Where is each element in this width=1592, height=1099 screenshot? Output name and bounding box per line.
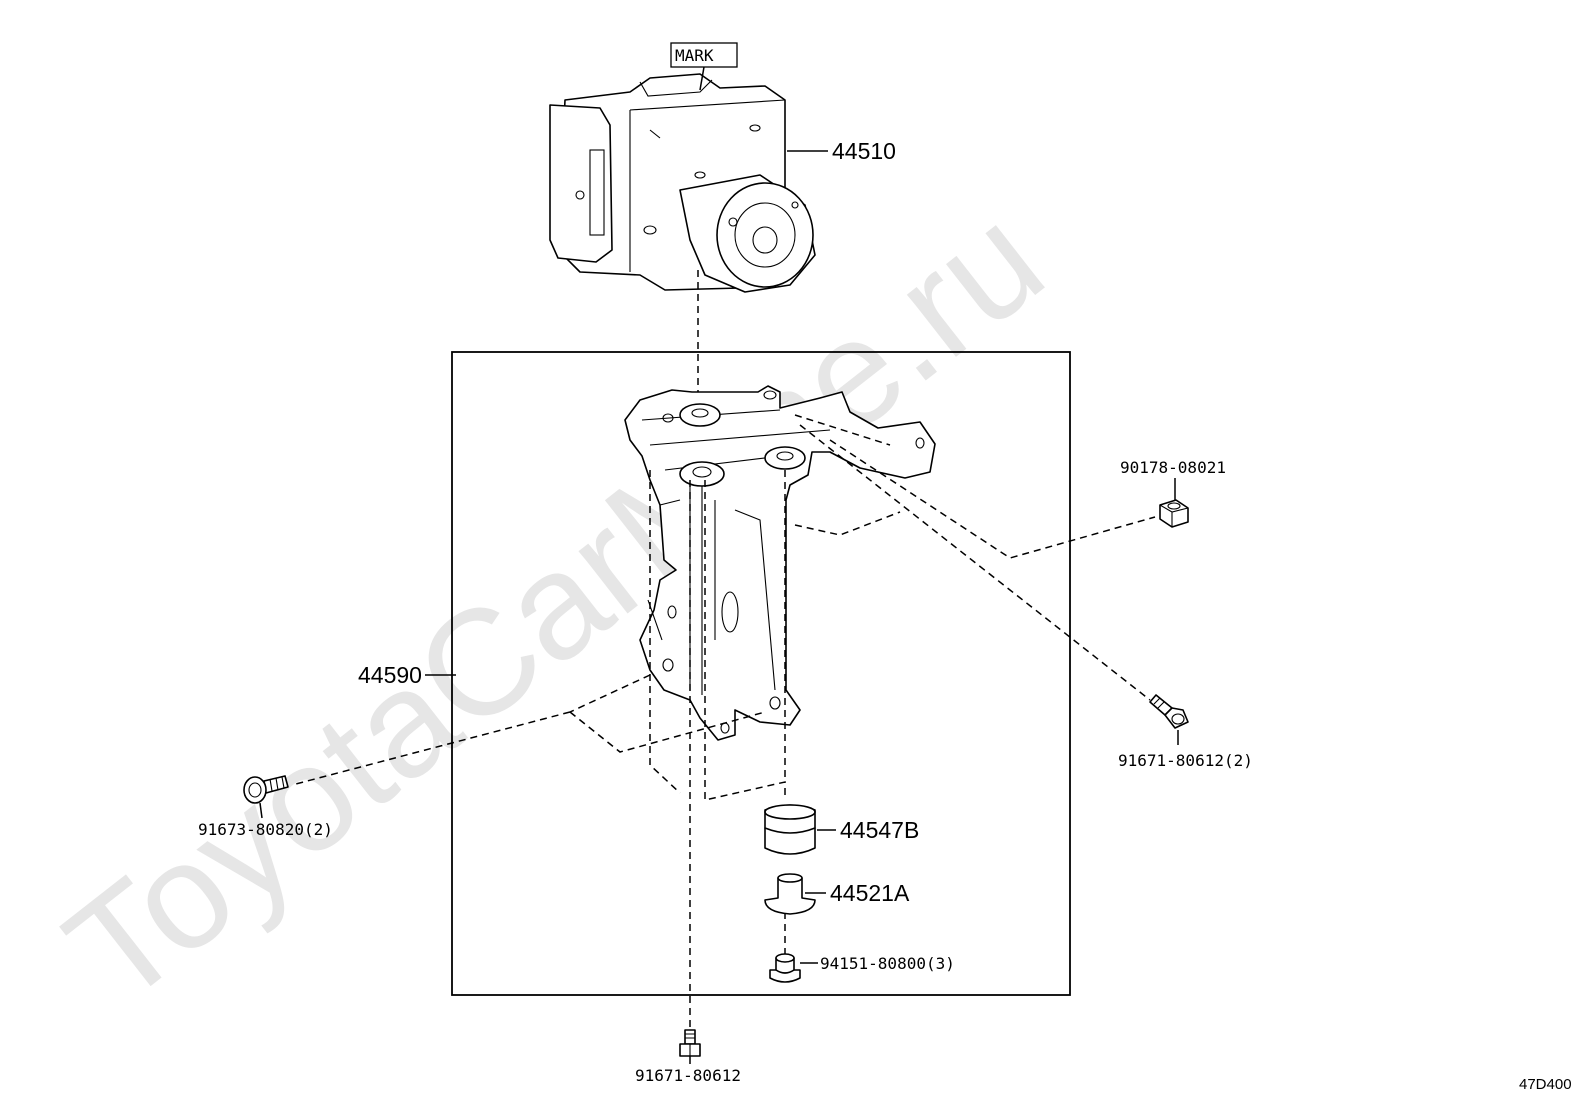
mark-label: MARK xyxy=(675,46,714,65)
bolt-right-illustration xyxy=(1149,694,1189,729)
flange-nut-illustration xyxy=(769,953,801,983)
assembly-frame xyxy=(451,351,1071,996)
diagram-code: 47D400 xyxy=(1519,1076,1572,1093)
watermark-text: ToyotaCarMine.ru xyxy=(36,174,1072,1035)
abs-actuator-illustration xyxy=(549,73,816,293)
label-44521a: 44521A xyxy=(830,880,910,906)
label-90178-08021: 90178-08021 xyxy=(1120,458,1226,477)
label-44547b: 44547B xyxy=(840,817,919,843)
dashed-guide-lines xyxy=(291,270,1156,1035)
label-44590: 44590 xyxy=(358,662,422,688)
nut-right-illustration xyxy=(1159,499,1189,528)
label-94151-80800: 94151-80800(3) xyxy=(820,954,955,973)
label-91673-80820: 91673-80820(2) xyxy=(198,820,333,839)
bracket-illustration xyxy=(624,385,936,741)
bolt-left-illustration xyxy=(243,775,289,804)
bolt-bottom-illustration xyxy=(679,1029,701,1057)
label-91671-80612-bottom: 91671-80612 xyxy=(635,1066,741,1085)
cushion-illustration xyxy=(764,804,816,855)
collar-illustration xyxy=(764,873,816,915)
label-44510: 44510 xyxy=(832,138,896,164)
label-91671-80612-right: 91671-80612(2) xyxy=(1118,751,1253,770)
